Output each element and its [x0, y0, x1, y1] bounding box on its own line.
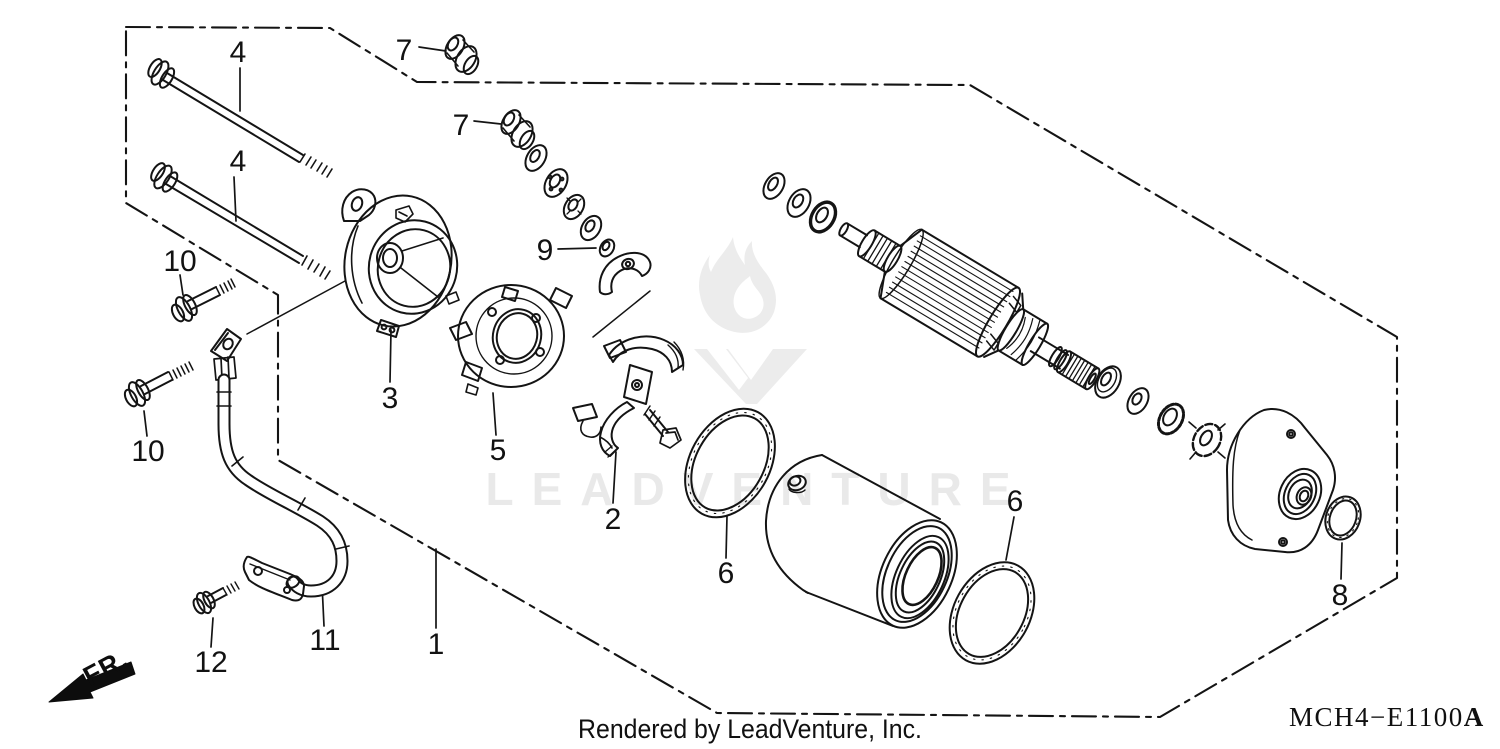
- o-ring-6-right: [948, 561, 1036, 665]
- cable-clamp: [242, 555, 305, 602]
- callout-9: 9: [536, 234, 554, 267]
- brush-set-2: [572, 335, 685, 458]
- leader-lines: [143, 46, 1343, 648]
- callout-7-top: 7: [395, 34, 413, 67]
- terminal-nut-7-middle: [500, 109, 536, 151]
- callout-6-right: 6: [1006, 485, 1024, 518]
- rear-cover: [1226, 408, 1336, 554]
- callout-12: 12: [194, 646, 228, 679]
- callout-10-lower: 10: [131, 435, 165, 468]
- callout-7-middle: 7: [452, 109, 470, 142]
- fr-direction-arrow: [48, 661, 136, 703]
- callout-10-upper: 10: [163, 245, 197, 278]
- brush-holder-5: [445, 284, 573, 396]
- armature-washers-right: [1094, 365, 1226, 460]
- flange-bolt-12: [192, 581, 240, 615]
- through-bolt-4-lower: [150, 162, 331, 280]
- callout-8: 8: [1331, 579, 1349, 612]
- o-ring-8: [1324, 495, 1362, 541]
- brush-clamp: [598, 251, 652, 296]
- armature: [838, 222, 1101, 391]
- callout-5: 5: [489, 434, 507, 467]
- callout-2: 2: [604, 503, 622, 536]
- callout-11: 11: [309, 624, 341, 657]
- terminal-nut-7-upper: [444, 34, 480, 76]
- armature-washers-left: [762, 172, 838, 234]
- render-credit: Rendered by LeadVenture, Inc.: [578, 714, 922, 744]
- flange-bolt-10-lower: [123, 361, 194, 408]
- o-ring-6-left: [684, 407, 776, 519]
- flange-bolt-10-upper: [170, 278, 236, 323]
- callout-6-left: 6: [717, 557, 735, 590]
- front-cover-3: [341, 188, 459, 338]
- washer-9: [598, 238, 616, 258]
- callout-3: 3: [381, 382, 399, 415]
- washer-stack: [524, 144, 603, 242]
- brush-screw: [643, 405, 682, 449]
- part-code-main: MCH4−E1100: [1289, 702, 1464, 732]
- diagram-part-code: MCH4−E1100A: [1289, 702, 1483, 733]
- watermark-text: LEADVENTURE: [485, 463, 1029, 515]
- part-code-revision: A: [1463, 702, 1484, 732]
- callout-4-top: 4: [229, 36, 247, 69]
- boundary-outline: [124, 25, 1399, 719]
- starter-cable-11: [210, 328, 350, 598]
- callout-4-bottom: 4: [229, 145, 247, 178]
- motor-case: [764, 454, 958, 629]
- through-bolt-4-upper: [147, 58, 333, 178]
- callout-1: 1: [427, 628, 445, 661]
- leadventure-flame-v-icon: [694, 237, 807, 404]
